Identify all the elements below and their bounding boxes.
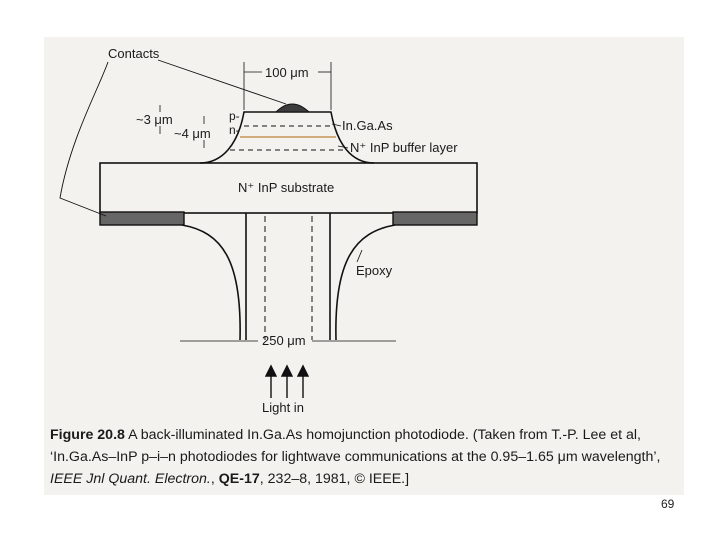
caption-volume: QE-17	[218, 471, 260, 487]
layer-p-label: p-	[229, 109, 240, 123]
epoxy-leader	[356, 249, 363, 263]
dim-250-label: 250 μm	[262, 333, 306, 348]
epoxy-left-curve	[181, 224, 241, 341]
light-arrows	[264, 364, 310, 398]
caption-journal: IEEE Jnl Quant. Electron.	[50, 471, 211, 487]
top-contact	[274, 103, 311, 113]
substrate-block	[99, 162, 478, 214]
substrate-label: N⁺ InP substrate	[238, 180, 334, 195]
epoxy-label: Epoxy	[356, 263, 393, 278]
buffer-label: N⁺ InP buffer layer	[350, 140, 458, 155]
figure-caption: Figure 20.8 A back-illuminated In.Ga.As …	[50, 424, 680, 490]
contacts-label: Contacts	[108, 46, 160, 61]
buffer-leader	[337, 145, 349, 149]
page-number: 69	[661, 497, 675, 511]
bottom-contact-left	[99, 211, 185, 226]
dim-100-label: 100 μm	[265, 65, 309, 80]
layer-n-label: n-	[229, 123, 240, 137]
epoxy-right-curve	[335, 224, 396, 341]
ingaas-leader	[331, 123, 342, 127]
thickness-top-label: ~3 μm	[136, 112, 173, 127]
caption-text-2: ,	[210, 471, 219, 487]
light-in-label: Light in	[262, 400, 304, 415]
ingaas-label: In.Ga.As	[342, 118, 393, 133]
bottom-contact-right	[392, 211, 478, 226]
contacts-leader-bottom	[59, 61, 109, 217]
caption-text-1: A back-illuminated In.Ga.As homojunction…	[50, 427, 661, 465]
caption-text-3: , 232–8, 1981, © IEEE.]	[259, 471, 410, 487]
figure-number: Figure 20.8	[50, 427, 125, 443]
contacts-leader-top	[157, 59, 287, 105]
scanned-figure-background	[44, 37, 684, 495]
thickness-mesa-label: ~4 μm	[174, 126, 211, 141]
